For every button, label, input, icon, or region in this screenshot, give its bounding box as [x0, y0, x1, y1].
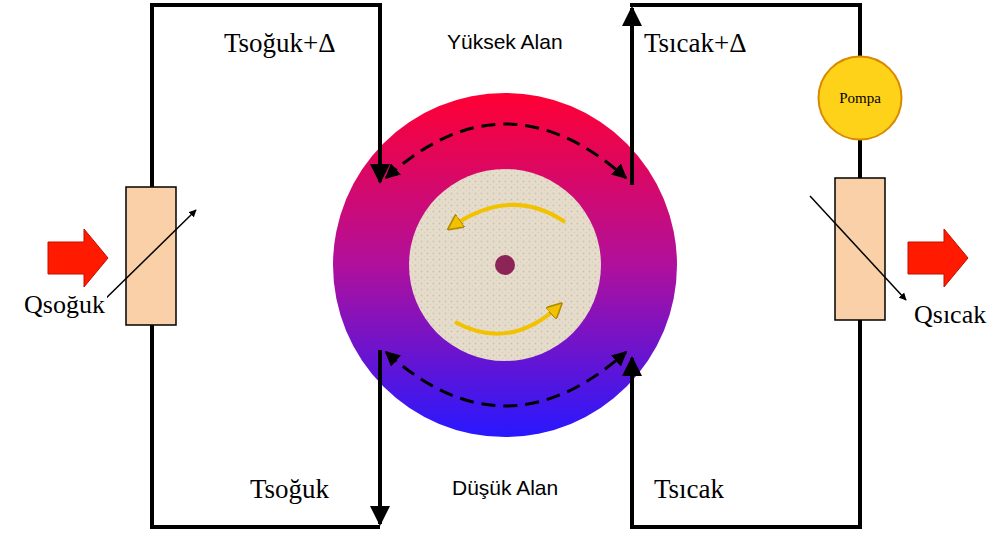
cold-loop-pipe [152, 5, 380, 527]
heat-label: Qsıcak [912, 300, 988, 330]
magnet-ring [333, 93, 677, 437]
rotor-axle [495, 255, 515, 275]
field-label: Yüksek Alan [445, 30, 565, 54]
rotation-arc [386, 352, 626, 406]
heat-out-arrow [908, 229, 968, 287]
hot-loop-pipe [630, 8, 634, 185]
pump-circle: Pompa [817, 55, 903, 141]
field-label: Düşük Alan [450, 476, 560, 500]
heat-in-arrow [48, 229, 108, 287]
rotation-arrow [450, 205, 565, 228]
hot-heat-exchanger [835, 178, 885, 320]
heat-label: Qsoğuk [22, 290, 107, 320]
cold-heat-exchanger [126, 187, 176, 325]
temperature-label: Tsıcak+Δ [642, 28, 749, 59]
rotation-arrow [455, 305, 560, 334]
variable-arrow [96, 210, 196, 308]
rotation-arc [386, 124, 626, 178]
variable-arrow [810, 196, 906, 300]
rotor-core [409, 169, 601, 361]
cold-loop-pipe [378, 350, 382, 524]
pump-label: Pompa [839, 90, 881, 107]
hot-loop-pipe [858, 140, 862, 178]
temperature-label: Tsıcak [652, 474, 726, 505]
temperature-label: Tsoğuk+Δ [222, 28, 338, 59]
hot-loop-pipe [632, 320, 860, 527]
pump-circle-outline [819, 57, 902, 140]
temperature-label: Tsoğuk [248, 474, 331, 505]
